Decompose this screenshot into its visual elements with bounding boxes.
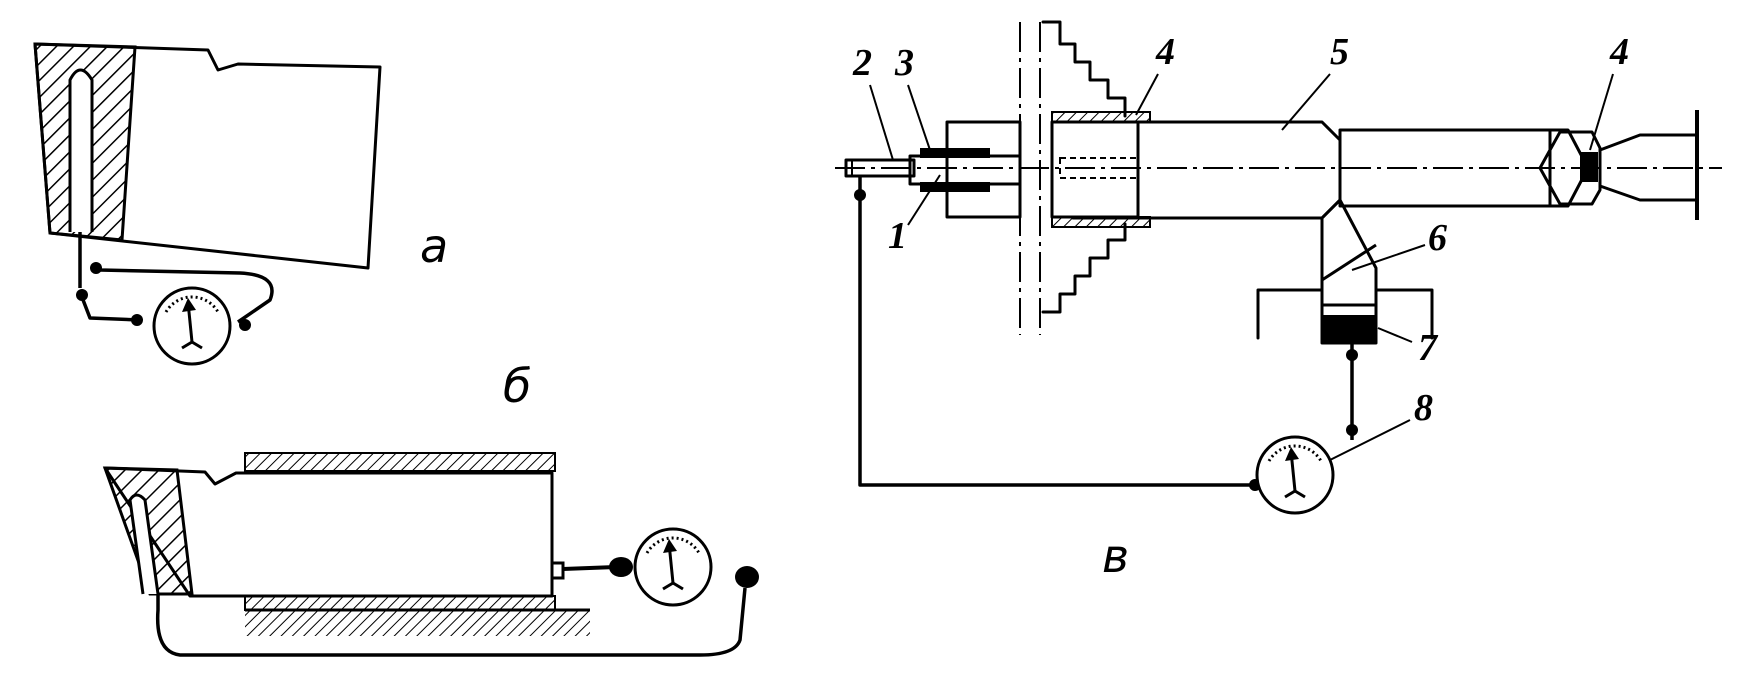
panel-label-b: б	[503, 359, 531, 413]
wire-b	[562, 565, 617, 571]
contact-rod-2	[844, 158, 916, 178]
leader-6	[1351, 244, 1426, 271]
millivoltmeter-a	[152, 286, 232, 366]
callout-5: 5	[1330, 31, 1349, 73]
measurement-wire-c	[858, 176, 1255, 487]
callout-4-left: 4	[1155, 31, 1175, 73]
callout-1: 1	[888, 215, 907, 257]
support-base-b	[245, 610, 590, 636]
panel-a: а	[33, 42, 448, 366]
panel-label-c: в	[1102, 529, 1129, 583]
junction-dot	[90, 262, 102, 274]
junction-dot	[1346, 424, 1358, 436]
workpiece-5	[1071, 120, 1342, 220]
chuck-jaws-bottom	[1041, 222, 1127, 314]
junction-dot	[239, 319, 251, 331]
leader-1	[907, 174, 941, 226]
leader-3	[907, 84, 931, 151]
junction-dot	[735, 566, 759, 588]
callout-4-right: 4	[1609, 31, 1629, 73]
junction-dot	[854, 189, 866, 201]
leader-4-left	[1135, 73, 1159, 116]
chuck-jaws-top	[1041, 20, 1127, 118]
pad-frame	[1320, 303, 1378, 345]
center-tip	[1548, 128, 1590, 208]
callout-8: 8	[1414, 387, 1433, 429]
leader-7	[1377, 327, 1413, 343]
insulating-pad-7	[1322, 315, 1376, 343]
callout-3: 3	[894, 42, 914, 84]
callout-2: 2	[852, 42, 872, 84]
junction-dot	[609, 557, 633, 577]
millivoltmeter-8	[1255, 435, 1335, 515]
chuck-bore-c	[1050, 120, 1140, 219]
return-wire-b	[155, 587, 747, 657]
tool-holder	[1256, 288, 1434, 340]
junction-dot	[131, 314, 143, 326]
left-housing-c	[945, 120, 1022, 219]
junction-dot	[76, 289, 88, 301]
connector-b	[553, 561, 565, 580]
insulating-bushing-3-lower	[920, 182, 990, 192]
insulating-sleeve-bottom-b	[244, 595, 556, 611]
callout-6: 6	[1428, 217, 1447, 259]
mandrel-stub	[1059, 157, 1139, 179]
panel-label-a: а	[420, 219, 448, 273]
insulating-bushing-3	[920, 148, 990, 158]
leader-2	[869, 84, 894, 161]
tool-edge-line	[1321, 243, 1377, 282]
spindle-end-c	[908, 154, 1022, 186]
leader-4-right	[1589, 73, 1614, 151]
cutting-tool-6	[1320, 198, 1378, 307]
millivoltmeter-b	[633, 527, 713, 607]
junction-dot	[1346, 349, 1358, 361]
thermocouple-probe-b	[128, 493, 160, 595]
leader-5	[1281, 73, 1331, 131]
panel-b: б	[102, 359, 759, 657]
panel-c: 2 3 1 4 5 4 6 7 8 в	[835, 20, 1722, 583]
center-cone	[1538, 130, 1602, 206]
insulating-insert-4-right	[1580, 152, 1598, 182]
insulating-sleeve-top-b	[244, 452, 556, 472]
leader-8	[1329, 419, 1411, 461]
callout-7: 7	[1418, 327, 1439, 369]
thermocouple-probe-a	[68, 68, 94, 232]
